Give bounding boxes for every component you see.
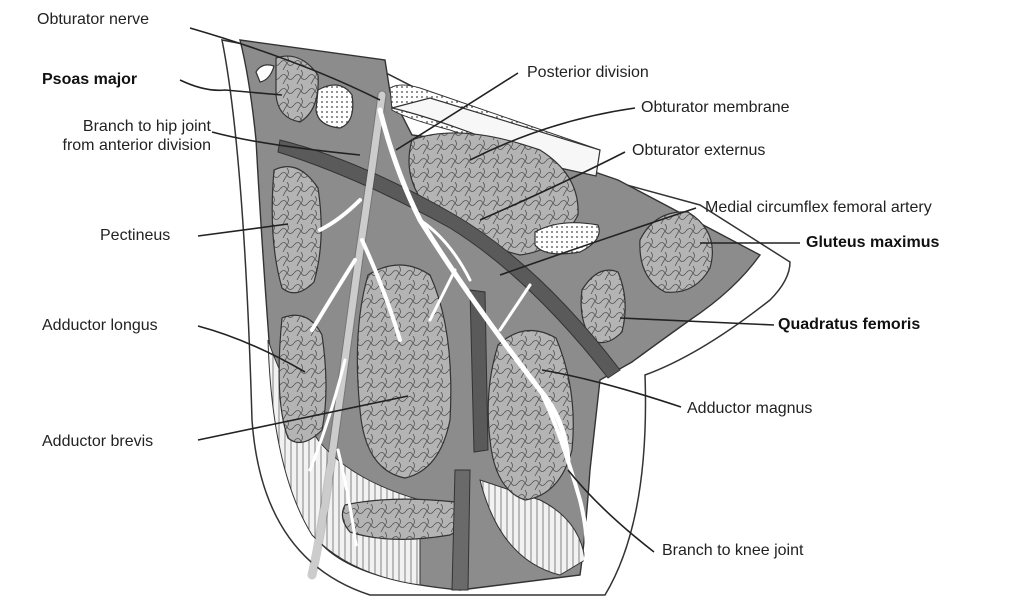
- label-branch-hip-line2: from anterior division: [3, 136, 211, 155]
- label-obturator-nerve: Obturator nerve: [37, 10, 149, 29]
- label-adductor-magnus: Adductor magnus: [687, 399, 812, 418]
- label-obturator-externus: Obturator externus: [632, 141, 765, 160]
- label-adductor-longus: Adductor longus: [42, 316, 158, 335]
- adductor-longus-muscle: [279, 315, 326, 442]
- label-branch-hip-line1: Branch to hip joint: [3, 117, 211, 136]
- bone-fragment-2: [316, 85, 353, 128]
- adductor-magnus-muscle: [488, 330, 573, 500]
- adductor-brevis-lower: [342, 499, 461, 539]
- label-quadratus-femoris: Quadratus femoris: [778, 315, 920, 334]
- adductor-brevis-muscle: [357, 265, 451, 478]
- label-branch-hip-joint: Branch to hip joint from anterior divisi…: [3, 117, 211, 155]
- pectineus-muscle: [272, 167, 321, 293]
- label-branch-to-knee: Branch to knee joint: [662, 541, 803, 560]
- vessel-lower: [452, 470, 470, 590]
- label-adductor-brevis: Adductor brevis: [42, 432, 153, 451]
- label-medial-circumflex: Medial circumflex femoral artery: [705, 198, 932, 217]
- label-gluteus-maximus: Gluteus maximus: [806, 233, 939, 252]
- label-psoas-major: Psoas major: [42, 70, 137, 89]
- label-posterior-division: Posterior division: [527, 63, 649, 82]
- label-obturator-membrane: Obturator membrane: [641, 98, 790, 117]
- label-pectineus: Pectineus: [100, 226, 170, 245]
